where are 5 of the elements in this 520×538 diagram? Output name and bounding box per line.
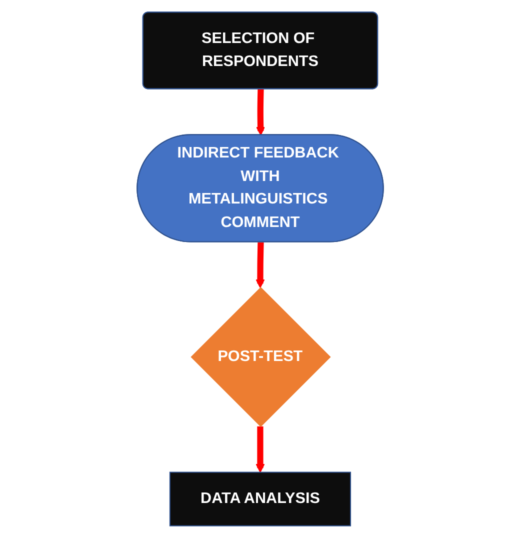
- arrow: [256, 242, 264, 288]
- node-diamond: POST-TEST: [190, 286, 331, 428]
- arrow: [256, 89, 265, 136]
- node-box: DATA ANALYSIS: [169, 472, 351, 526]
- arrow: [256, 426, 264, 473]
